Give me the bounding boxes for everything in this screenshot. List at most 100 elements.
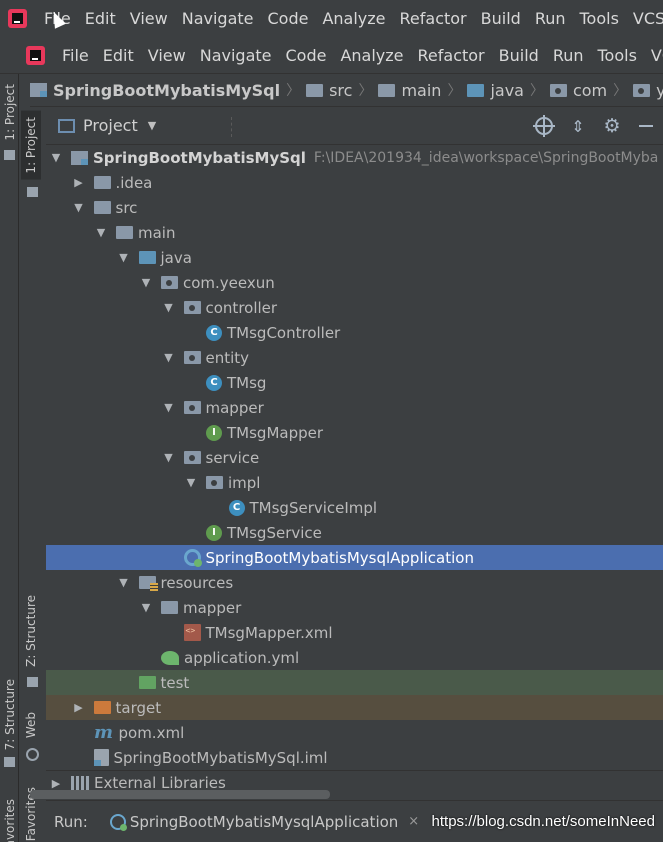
menu-item-build[interactable]: Build (480, 9, 521, 28)
menu-item-view[interactable]: View (147, 45, 186, 65)
panel-title[interactable]: Project (83, 116, 138, 135)
tree-item-label: java (160, 248, 192, 267)
collapse-all-button[interactable]: ⇕ (561, 107, 595, 145)
menu-item-edit[interactable]: Edit (84, 9, 116, 28)
tree-item[interactable]: ▼com.yeexun (46, 270, 663, 295)
minus-icon (639, 125, 653, 127)
menu-item-vcs[interactable]: VCS (650, 45, 663, 65)
tab-outer-structure[interactable]: 7: Structure (3, 679, 17, 751)
settings-button[interactable]: ⚙ (595, 107, 629, 145)
menu-item-analyze[interactable]: Analyze (322, 9, 386, 28)
tab-project[interactable]: 1: Project (21, 111, 41, 180)
menu-item-file[interactable]: File (62, 45, 89, 65)
menu-item-refactor[interactable]: Refactor (417, 45, 485, 65)
tree-item[interactable]: ▶TMsgMapper.xml (46, 620, 663, 645)
menu-item-tools[interactable]: Tools (579, 9, 619, 28)
tree-item-label: mapper (205, 398, 264, 417)
tree-item-label: SpringBootMybatisMySql.iml (113, 748, 328, 767)
tree-item[interactable]: ▼mapper (46, 595, 663, 620)
tab-outer-project[interactable]: 1: Project (3, 84, 17, 141)
menu-item-navigate[interactable]: Navigate (181, 9, 254, 28)
menu-item-code[interactable]: Code (267, 9, 309, 28)
expanded-arrow-icon[interactable]: ▼ (186, 476, 196, 489)
expanded-arrow-icon[interactable]: ▼ (141, 276, 151, 289)
breadcrumb-item[interactable]: yeexun〉 (633, 80, 663, 100)
run-label: Run: (54, 812, 88, 831)
tree-item[interactable]: ▶test (46, 670, 663, 695)
tab-web[interactable]: Web (24, 712, 38, 739)
project-panel-header: Project ▼ ⇕ ⚙ (46, 107, 663, 145)
close-icon[interactable]: × (408, 814, 420, 829)
tree-item-label: controller (205, 298, 278, 317)
intellij-logo-icon (8, 9, 27, 28)
tree-item[interactable]: ▶application.yml (46, 645, 663, 670)
tree-item[interactable]: ▶SpringBootMybatisMySql.iml (46, 745, 663, 770)
tree-item[interactable]: ▶External Libraries (46, 770, 663, 795)
collapsed-arrow-icon[interactable]: ▶ (74, 701, 83, 714)
menu-item-file[interactable]: File (44, 9, 71, 28)
breadcrumb-item[interactable]: com〉 (549, 80, 633, 100)
expanded-arrow-icon[interactable]: ▼ (141, 601, 151, 614)
breadcrumb-item[interactable]: src〉 (306, 80, 378, 100)
expanded-arrow-icon[interactable]: ▼ (164, 451, 173, 464)
expanded-arrow-icon[interactable]: ▼ (119, 251, 128, 264)
menu-item-edit[interactable]: Edit (102, 45, 134, 65)
structure-tab-icon (27, 677, 38, 687)
tree-item[interactable]: ▼entity (46, 345, 663, 370)
horizontal-scrollbar[interactable] (30, 790, 330, 799)
tree-item[interactable]: ▶.idea (46, 170, 663, 195)
menu-item-tools[interactable]: Tools (597, 45, 637, 65)
expanded-arrow-icon[interactable]: ▼ (74, 201, 83, 214)
menu-item-code[interactable]: Code (285, 45, 327, 65)
breadcrumb-item[interactable]: SpringBootMybatisMySql〉 (30, 80, 306, 100)
expanded-arrow-icon[interactable]: ▼ (96, 226, 106, 239)
chevron-down-icon[interactable]: ▼ (147, 119, 157, 132)
tree-item[interactable]: ▼resources (46, 570, 663, 595)
menu-item-navigate[interactable]: Navigate (199, 45, 272, 65)
menu-item-run[interactable]: Run (552, 45, 584, 65)
menu-item-run[interactable]: Run (534, 9, 566, 28)
menu-item-analyze[interactable]: Analyze (340, 45, 404, 65)
menu-item-vcs[interactable]: VCS (632, 9, 663, 28)
package-icon (549, 83, 567, 97)
expanded-arrow-icon[interactable]: ▼ (164, 301, 173, 314)
tree-item[interactable]: ▼ controller (46, 295, 663, 320)
tree-item[interactable]: ▼src (46, 195, 663, 220)
expanded-arrow-icon[interactable]: ▼ (164, 401, 173, 414)
folder-icon (306, 83, 324, 97)
tab-outer-favorites[interactable]: avorites (3, 799, 17, 842)
breadcrumb-separator-icon: 〉 (358, 83, 373, 99)
collapsed-arrow-icon[interactable]: ▶ (74, 176, 83, 189)
tree-item[interactable]: ▼service (46, 445, 663, 470)
expanded-arrow-icon[interactable]: ▼ (51, 151, 61, 164)
tree-item[interactable]: ▼impl (46, 470, 663, 495)
hide-button[interactable] (629, 107, 663, 145)
locate-button[interactable] (527, 107, 561, 145)
breadcrumb: SpringBootMybatisMySql〉src〉main〉java〉com… (30, 74, 663, 107)
breadcrumb-item[interactable]: java〉 (467, 80, 550, 100)
menu-item-refactor[interactable]: Refactor (399, 9, 467, 28)
expanded-arrow-icon[interactable]: ▼ (119, 576, 128, 589)
project-view-icon (58, 118, 75, 133)
intellij-logo-icon (26, 45, 45, 65)
menu-item-build[interactable]: Build (498, 45, 539, 65)
run-tab[interactable]: SpringBootMybatisMysqlApplication × (109, 813, 420, 831)
menu-item-view[interactable]: View (129, 9, 168, 28)
interface-icon: I (206, 424, 222, 441)
tree-item[interactable]: ▼main (46, 220, 663, 245)
tab-structure[interactable]: Z: Structure (24, 595, 38, 667)
expanded-arrow-icon[interactable]: ▼ (164, 351, 173, 364)
breadcrumb-item[interactable]: main〉 (378, 80, 467, 100)
tree-item[interactable]: ▶SpringBootMybatisMysqlApplication (46, 545, 663, 570)
collapsed-arrow-icon[interactable]: ▶ (51, 776, 61, 790)
tree-item[interactable]: ▼ mapper (46, 395, 663, 420)
tree-item[interactable]: ▶target (46, 695, 663, 720)
tree-item[interactable]: ▼ java (46, 245, 663, 270)
